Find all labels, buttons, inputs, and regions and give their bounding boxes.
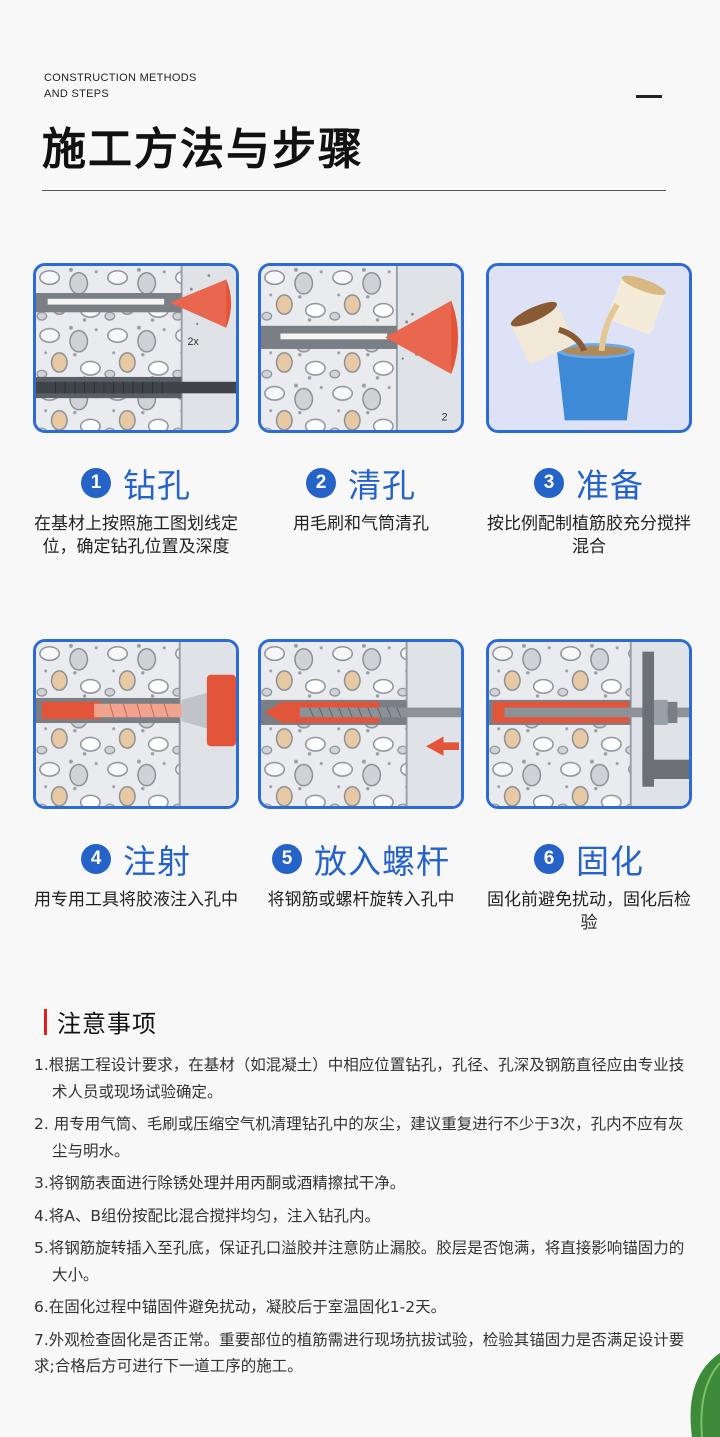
step-3-illustration [486,263,692,433]
step-4-label: 4 注射 [23,837,249,881]
step-6-title: 固化 [576,842,644,881]
note-item-6: 6.在固化过程中锚固件避免扰动，凝胶后于室温固化1-2天。 [34,1298,447,1316]
step-2-illustration: 2 [258,263,464,433]
note-item-4: 4.将A、B组份按配比混合搅拌均匀，注入钻孔内。 [34,1206,381,1225]
step-3-description: 按比例配制植筋胶充分搅拌混合 [487,514,691,557]
note-item-1: 1.根据工程设计要求，在基材（如混凝土）中相应位置钻孔，孔径、孔深及钢筋直径应由… [34,1056,685,1101]
step-3-title: 准备 [576,466,644,505]
step-1-description: 在基材上按照施工图划线定位，确定钻孔位置及深度 [34,514,238,557]
step-1-drilling: 2x 1 钻孔 在基材上按照施工图划线定位，确定钻孔位置及深度 [23,263,249,559]
step-1-number-badge: 1 [81,468,111,498]
step-5-illustration [258,639,464,809]
step-4-illustration [33,639,239,809]
step-6-curing: 6 固化 固化前避免扰动，固化后检验 [476,639,702,935]
notes-accent-bar [44,1008,47,1035]
step-5-number-badge: 5 [272,844,302,874]
page-title: 施工方法与步骤 [42,124,364,175]
header-divider [42,190,666,191]
step-6-number-badge: 6 [534,844,564,874]
step-5-description: 将钢筋或螺杆旋转入孔中 [267,890,455,910]
step-1-repeat-label: 2x [187,336,199,348]
step-5-title: 放入螺杆 [314,842,450,881]
step-4-injection: 4 注射 用专用工具将胶液注入孔中 [23,639,249,912]
header-dash [636,95,662,98]
step-1-title: 钻孔 [123,466,191,505]
step-6-description: 固化前避免扰动，固化后检验 [487,890,691,933]
step-2-title: 清孔 [348,466,416,505]
header-english-line-1: CONSTRUCTION METHODS [44,72,197,84]
note-item-2: 2. 用专用气筒、毛刷或压缩空气机清理钻孔中的灰尘，建议重复进行不少于3次，孔内… [34,1115,684,1160]
leaf-decoration-icon [674,1347,720,1437]
step-4-title: 注射 [123,842,191,881]
notes-heading: 注意事项 [44,1004,157,1039]
step-1-label: 1 钻孔 [23,461,249,505]
step-4-number-badge: 4 [81,844,111,874]
notes-list: 1.根据工程设计要求，在基材（如混凝土）中相应位置钻孔，孔径、孔深及钢筋直径应由… [34,1052,698,1380]
step-2-description: 用毛刷和气筒清孔 [293,514,429,534]
header-english-subtitle: CONSTRUCTION METHODS AND STEPS [44,70,244,102]
notes-title: 注意事项 [57,1010,157,1038]
step-6-illustration [486,639,692,809]
note-item-3: 3.将钢筋表面进行除锈处理并用丙酮或酒精擦拭干净。 [34,1174,406,1192]
step-3-preparation: 3 准备 按比例配制植筋胶充分搅拌混合 [476,263,702,559]
step-6-label: 6 固化 [476,837,702,881]
note-item-7: 7.外观检查固化是否正常。重要部位的植筋需进行现场抗拔试验，检验其锚固力是否满足… [34,1330,685,1376]
step-5-insert-rod: 5 放入螺杆 将钢筋或螺杆旋转入孔中 [248,639,474,912]
step-3-number-badge: 3 [534,468,564,498]
step-5-label: 5 放入螺杆 [248,837,474,881]
step-4-description: 用专用工具将胶液注入孔中 [34,890,238,910]
header-english-line-2: AND STEPS [44,88,110,100]
step-3-label: 3 准备 [476,461,702,505]
step-2-label: 2 清孔 [248,461,474,505]
note-item-5: 5.将钢筋旋转插入至孔底，保证孔口溢胶并注意防止漏胶。胶层是否饱满，将直接影响锚… [34,1239,685,1284]
step-2-number-badge: 2 [306,468,336,498]
step-2-cleaning: 2 2 清孔 用毛刷和气筒清孔 [248,263,474,536]
step-1-illustration: 2x [33,263,239,433]
step-2-repeat-label: 2 [442,411,448,423]
